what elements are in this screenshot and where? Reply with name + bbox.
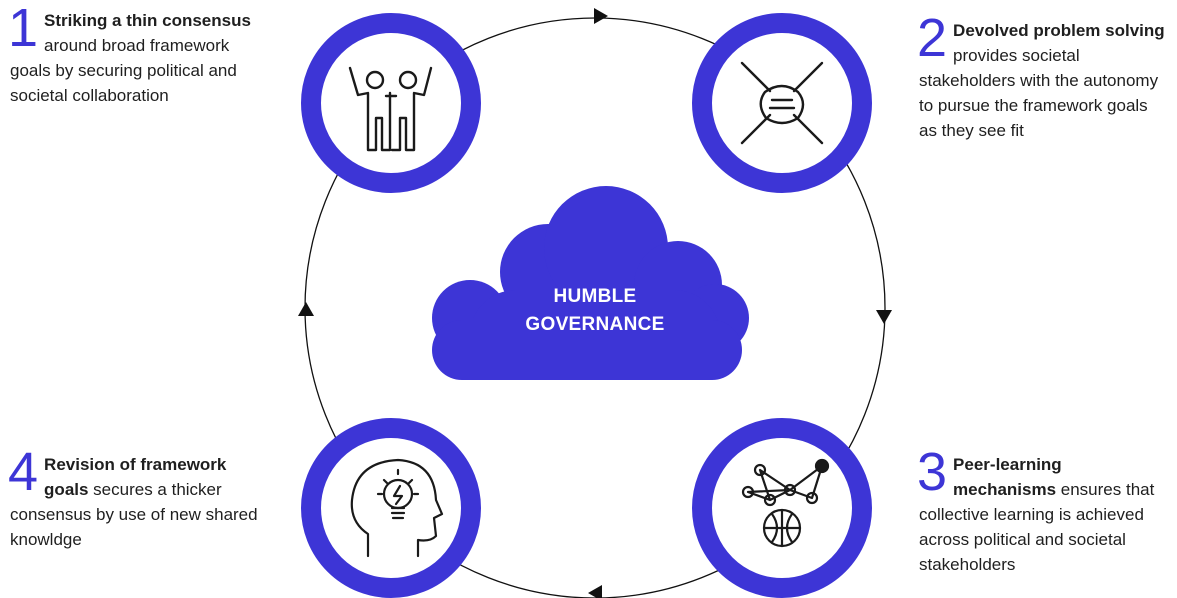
center-label-line1: HUMBLE: [553, 286, 637, 307]
step-3-ring: [692, 418, 872, 598]
step-1-bold: Striking a thin consensus: [44, 11, 251, 30]
step-1-body: around broad framework goals by securing…: [10, 36, 237, 105]
step-1-text: 1 Striking a thin consensus around broad…: [8, 0, 260, 108]
cycle-arrow-top: [594, 8, 608, 24]
step-2-ring: [692, 13, 872, 193]
step-4-text: 4 Revision of framework goals secures a …: [8, 442, 260, 552]
step-2-text: 2 Devolved problem solving provides soci…: [917, 8, 1169, 143]
step-4-bold: Revision of framework goals: [44, 455, 227, 499]
step-3-bold: Peer-learning mechanisms: [953, 455, 1062, 499]
step-2-number: 2: [917, 8, 948, 68]
center-label: HUMBLE GOVERNANCE: [470, 283, 720, 339]
step-4-number: 4: [8, 442, 39, 502]
step-2-bold: Devolved problem solving: [953, 21, 1165, 40]
cycle-arrow-left: [298, 302, 314, 316]
hands-together-icon: [740, 61, 824, 145]
step-3-number: 3: [917, 442, 948, 502]
people-celebrating-icon: [348, 66, 433, 152]
cycle-arrow-bottom: [588, 585, 602, 598]
step-3-text: 3 Peer-learning mechanisms ensures that …: [917, 442, 1169, 577]
step-1-number: 1: [8, 0, 39, 58]
head-lightbulb-icon: [350, 458, 444, 558]
center-label-line2: GOVERNANCE: [525, 314, 665, 335]
step-4-body: secures a thicker consensus by use of ne…: [10, 480, 258, 549]
cloud-shape: [432, 186, 749, 380]
cycle-arrow-right: [876, 310, 892, 324]
network-globe-icon: [741, 458, 830, 548]
step-3-body: ensures that collective learning is achi…: [919, 480, 1155, 574]
step-2-body: provides societal stakeholders with the …: [919, 46, 1159, 140]
